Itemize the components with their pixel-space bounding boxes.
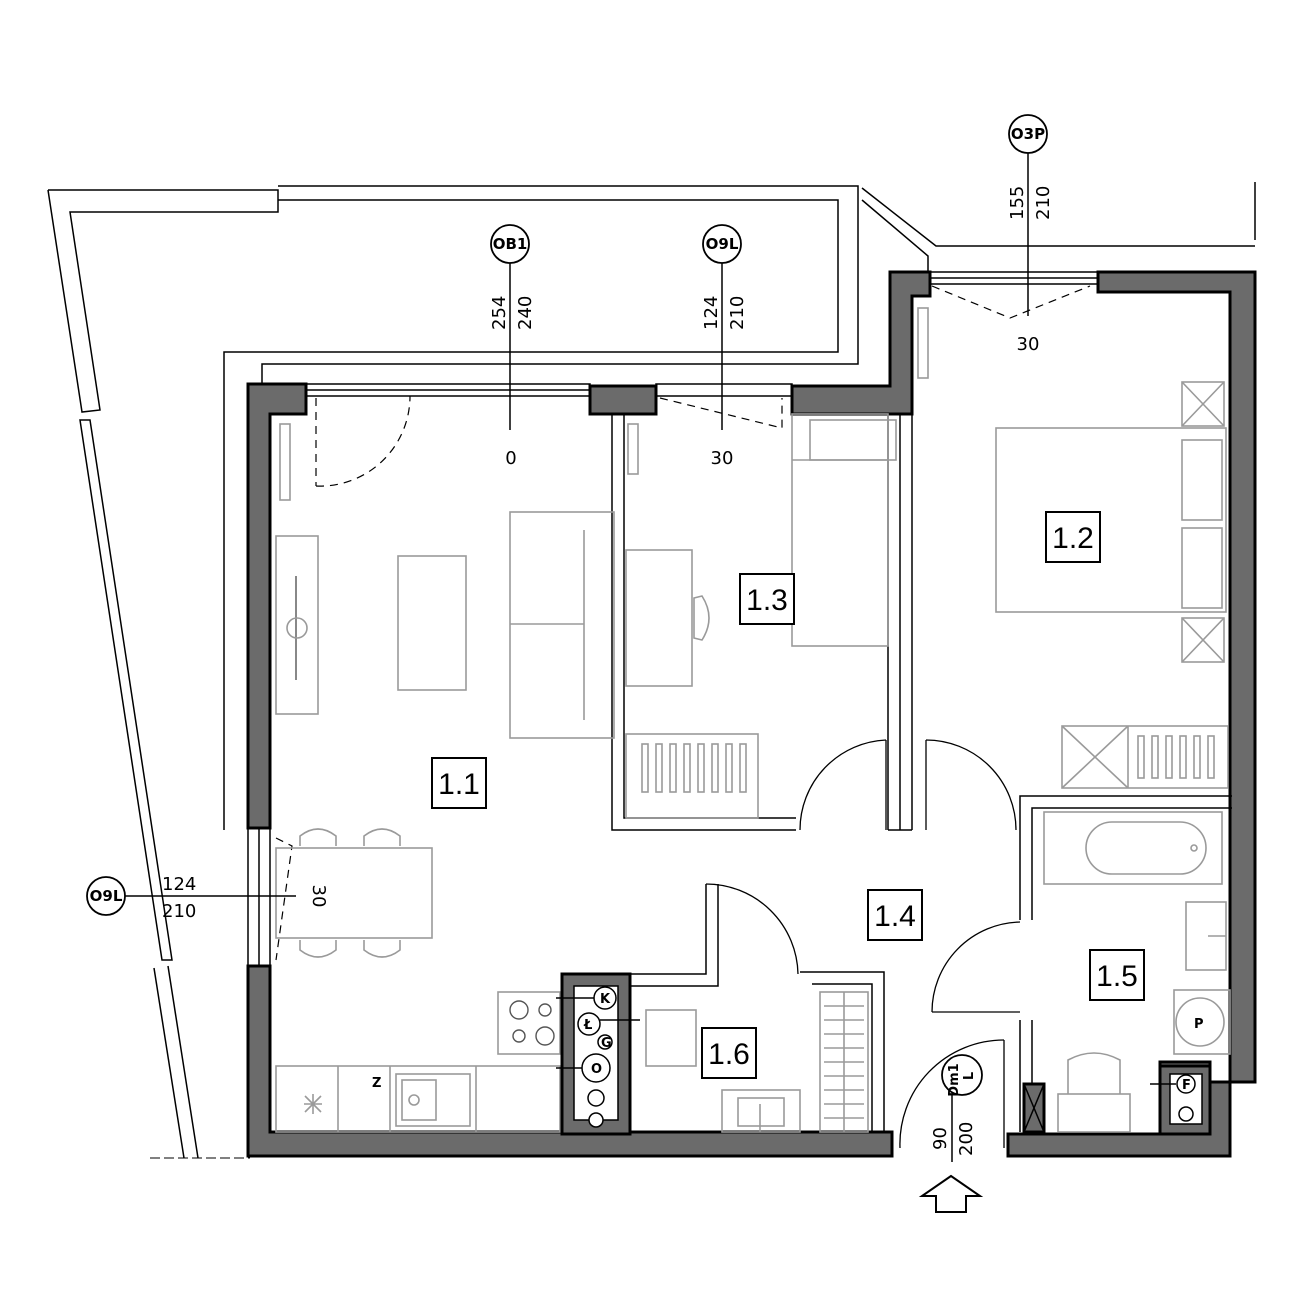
o3p-height: 210 <box>1033 186 1054 220</box>
living-room-furniture <box>275 423 615 958</box>
z-marker: Z <box>372 1076 381 1091</box>
k-marker: K <box>600 992 611 1007</box>
o9l-top-width: 124 <box>701 296 722 330</box>
room-13-furniture <box>625 413 897 819</box>
ob1-height: 240 <box>515 296 536 330</box>
o9l-top-code: O9L <box>706 235 739 253</box>
opening-tag-o9l-top: O9L 124 210 30 <box>701 224 748 469</box>
o3p-sill: 30 <box>1017 334 1040 355</box>
door-swings <box>705 739 1021 1149</box>
kitchen: Z <box>275 991 561 1133</box>
room-label-1-6: 1.6 <box>708 1038 750 1071</box>
g-marker: G <box>601 1036 612 1051</box>
balcony-outline <box>47 182 1256 830</box>
room-label-1-3: 1.3 <box>746 584 788 617</box>
p-marker: P <box>1194 1017 1204 1032</box>
l-marker: Ł <box>583 1018 592 1033</box>
ob1-width: 254 <box>489 296 510 330</box>
installation-shaft: K Ł G O <box>556 972 640 1136</box>
bathroom-furniture: P F <box>1043 811 1231 1136</box>
o9l-left-sill: 30 <box>308 885 329 908</box>
o9l-left-code: O9L <box>90 887 123 905</box>
room-labels: 1.1 1.2 1.3 1.4 1.5 1.6 <box>431 511 1145 1079</box>
opening-tag-ob1: OB1 254 240 0 <box>489 224 536 469</box>
o9l-top-sill: 30 <box>711 448 734 469</box>
o9l-left-height: 210 <box>162 901 196 922</box>
walls <box>246 270 1257 1158</box>
partitions <box>611 414 1232 1134</box>
entrance-arrow-icon <box>918 1174 984 1213</box>
room-label-1-1: 1.1 <box>438 768 480 801</box>
radiator-13 <box>641 743 747 793</box>
f-marker: F <box>1182 1078 1191 1093</box>
o-marker: O <box>591 1062 602 1077</box>
room-label-1-2: 1.2 <box>1052 522 1094 555</box>
left-railing <box>79 419 199 1159</box>
opening-tag-o3p: O3P 155 210 30 <box>1007 114 1054 355</box>
room-16-furniture <box>645 991 869 1133</box>
dm1-side: L <box>962 1072 977 1080</box>
ob1-code: OB1 <box>493 235 528 253</box>
room-12-furniture <box>917 307 1229 789</box>
o3p-width: 155 <box>1007 186 1028 220</box>
dm1-code: Dm1 <box>947 1063 962 1096</box>
entrance-door-tag: Dm1 L 90 200 <box>930 1054 983 1162</box>
opening-swings <box>275 285 1091 961</box>
ob1-sill: 0 <box>505 448 516 469</box>
room-label-1-4: 1.4 <box>874 900 916 933</box>
opening-tag-o9l-left: O9L 124 210 30 <box>86 874 329 922</box>
dm1-width: 90 <box>930 1127 951 1150</box>
o9l-left-width: 124 <box>162 874 196 895</box>
o3p-code: O3P <box>1011 125 1045 143</box>
dm1-height: 200 <box>956 1122 977 1156</box>
room-label-1-5: 1.5 <box>1096 960 1138 993</box>
o9l-top-height: 210 <box>727 296 748 330</box>
windows <box>247 271 1099 967</box>
